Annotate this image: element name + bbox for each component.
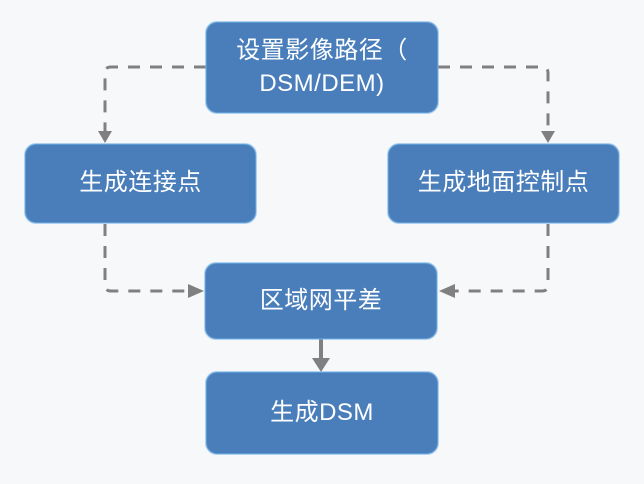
node-set-image-path-label: 设置影像路径（ DSM/DEM) xyxy=(236,37,408,97)
node-generate-tie-points-label: 生成连接点 xyxy=(79,169,202,197)
node-generate-tie-points[interactable]: 生成连接点 xyxy=(25,144,256,223)
node-block-adjustment-label: 区域网平差 xyxy=(259,286,383,314)
edge-path-to-gcp xyxy=(438,65,555,143)
node-generate-dsm[interactable]: 生成DSM xyxy=(206,372,438,454)
node-generate-ground-control-points[interactable]: 生成地面控制点 xyxy=(388,144,619,223)
edge-gcp-to-adjustment xyxy=(439,224,550,298)
edge-path-to-tiepoints xyxy=(98,65,206,143)
edge-adjustment-to-dsm xyxy=(312,339,330,372)
node-block-adjustment[interactable]: 区域网平差 xyxy=(205,263,437,339)
node-set-image-path[interactable]: 设置影像路径（ DSM/DEM) xyxy=(206,22,438,113)
node-generate-dsm-label: 生成DSM xyxy=(270,398,374,426)
edge-tiepoints-to-adjustment xyxy=(103,224,204,298)
node-generate-gcp-label: 生成地面控制点 xyxy=(417,169,590,197)
